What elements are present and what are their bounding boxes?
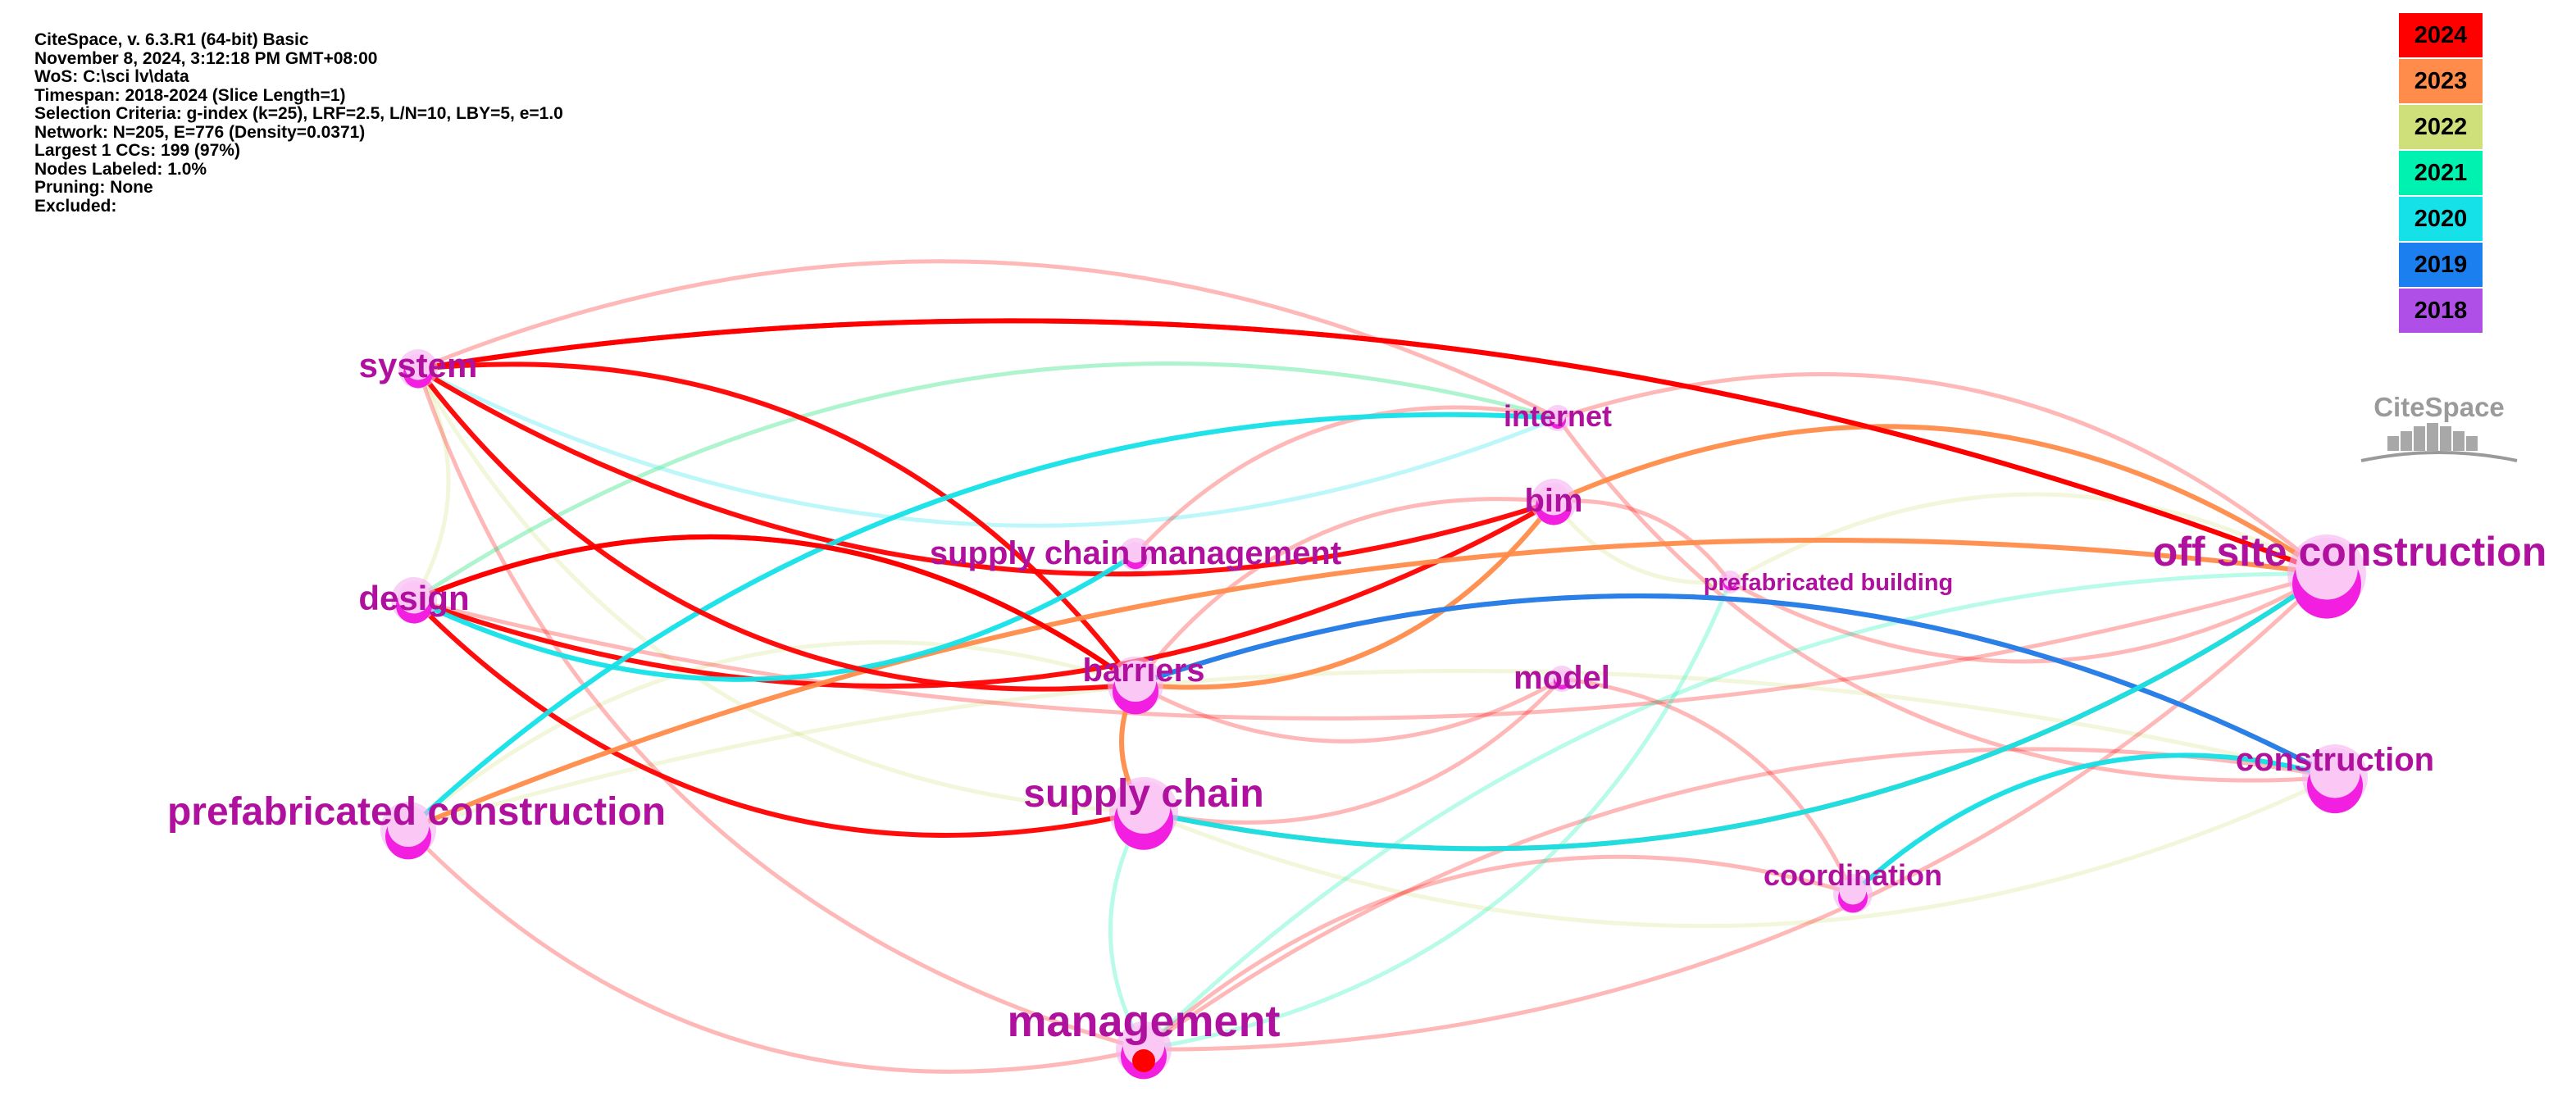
edges-strong <box>406 318 2337 896</box>
node-top-coordination <box>1839 878 1867 905</box>
edge-management-osc <box>1141 571 2329 1052</box>
info-line-timespan: Timespan: 2018-2024 (Slice Length=1) <box>34 85 346 105</box>
edge-system-management <box>416 366 1146 1052</box>
node-labels: system internet bim supply chain management… <box>167 346 2546 1046</box>
edge-system-internet <box>416 259 1560 421</box>
citespace-logo: CiteSpace <box>2360 392 2518 462</box>
edge-prefab_construction-construction <box>406 669 2337 832</box>
nodes <box>380 349 2368 1080</box>
node-top-prefab_building <box>1723 575 1736 587</box>
info-panel: CiteSpace, v. 6.3.R1 (64-bit) Basic Nove… <box>34 30 563 216</box>
edge-system-bim <box>416 366 1556 577</box>
node-top-system <box>404 353 432 380</box>
label-osc: off site construction <box>2153 529 2547 575</box>
label-management: management <box>1007 997 1280 1046</box>
edge-barriers-model <box>1133 676 1564 743</box>
edge-system-osc <box>416 318 2329 576</box>
edge-design-internet <box>412 362 1560 603</box>
node-top-prefab_construction <box>387 805 430 847</box>
node-top-bim <box>1537 482 1570 516</box>
edge-scm-internet <box>1133 405 1560 557</box>
edge-supply_chain-osc <box>1141 571 2329 852</box>
edge-model-coordination <box>1559 676 1855 896</box>
edge-design-bim <box>412 499 1556 689</box>
edge-coordination-construction <box>1850 753 2337 896</box>
edge-barriers-construction <box>1133 593 2337 780</box>
node-top-internet <box>1550 409 1565 425</box>
info-line-pruning: Pruning: None <box>34 178 153 197</box>
edge-design-scm <box>412 552 1138 682</box>
edge-bim-barriers <box>1133 497 1556 687</box>
node-top-barriers <box>1114 660 1157 702</box>
edge-management-osc <box>1141 571 2329 1052</box>
label-model: model <box>1513 660 1610 696</box>
info-line-version: CiteSpace, v. 6.3.R1 (64-bit) Basic <box>34 30 309 49</box>
edge-prefab_construction-management <box>406 827 1146 1074</box>
edge-supply_chain-osc <box>1141 571 2329 852</box>
info-line-source: WoS: C:\sci lv\data <box>34 67 189 86</box>
edge-internet-design <box>412 362 1560 603</box>
legend-2018: 2018 <box>2399 289 2483 334</box>
label-system: system <box>359 346 478 384</box>
label-barriers: barriers <box>1083 653 1205 689</box>
edge-system-design <box>412 366 451 603</box>
info-line-date: November 8, 2024, 3:12:18 PM GMT+08:00 <box>34 48 378 68</box>
legend-2024: 2024 <box>2399 13 2483 59</box>
legend-2023: 2023 <box>2399 59 2483 105</box>
info-line-network: Network: N=205, E=776 (Density=0.0371) <box>34 122 366 142</box>
label-construction: construction <box>2236 742 2434 778</box>
node-top-model <box>1554 670 1569 685</box>
info-line-selection: Selection Criteria: g-index (k=25), LRF=… <box>34 104 563 123</box>
legend-2019: 2019 <box>2399 243 2483 289</box>
edge-prefab_construction-osc <box>406 538 2329 832</box>
edge-management-coordination <box>1141 854 1855 1052</box>
edge-system-barriers <box>416 362 1138 687</box>
label-design: design <box>358 579 469 617</box>
node-top-design <box>398 580 430 614</box>
edge-design-osc <box>412 571 2329 721</box>
edge-system-supply_chain <box>416 366 1146 814</box>
node-ring-management <box>1132 1049 1155 1072</box>
label-prefab_construction: prefabricated construction <box>167 790 666 834</box>
edge-bim-osc <box>1551 424 2329 576</box>
logo-text: CiteSpace <box>2373 392 2505 422</box>
label-scm: supply chain management <box>930 535 1341 571</box>
legend-2020: 2020 <box>2399 197 2483 243</box>
edge-bim-prefab_building <box>1551 499 1732 585</box>
label-supply_chain: supply chain <box>1023 772 1263 816</box>
node-top-construction <box>2310 748 2360 798</box>
info-line-ccs: Largest 1 CCs: 199 (97%) <box>34 141 240 160</box>
edge-supply_chain-model <box>1141 676 1564 825</box>
edge-design-barriers <box>412 534 1138 687</box>
edge-barriers-construction <box>1133 593 2337 780</box>
edge-barriers-prefab_construction <box>406 640 1138 832</box>
edge-management-prefab_building <box>1141 580 1732 1052</box>
edge-design-supply_chain <box>412 598 1146 838</box>
info-line-excluded: Excluded: <box>34 196 117 216</box>
label-prefab_building: prefabricated building <box>1704 570 1954 596</box>
node-top-scm <box>1125 542 1146 563</box>
legend-2021: 2021 <box>2399 151 2483 197</box>
node-top-supply_chain <box>1117 780 1171 834</box>
label-internet: internet <box>1504 399 1612 433</box>
year-legend: 2024 2023 2022 2021 2020 2019 2018 <box>2399 13 2483 334</box>
label-coordination: coordination <box>1764 858 1942 892</box>
node-top-osc <box>2296 537 2358 600</box>
legend-2022: 2022 <box>2399 105 2483 151</box>
edge-management-construction <box>1141 747 2337 1052</box>
edge-system-barriers <box>416 366 1138 692</box>
label-bim: bim <box>1524 483 1582 519</box>
edge-prefab_building-osc <box>1727 571 2329 664</box>
edge-internet-construction <box>1555 416 2337 783</box>
edge-supply_chain-construction <box>1141 775 2337 929</box>
edge-prefab_construction-internet <box>406 412 1560 832</box>
edge-system-internet <box>416 366 1560 528</box>
edge-bim-prefab_building <box>1551 498 1732 584</box>
info-line-labeled: Nodes Labeled: 1.0% <box>34 159 207 179</box>
